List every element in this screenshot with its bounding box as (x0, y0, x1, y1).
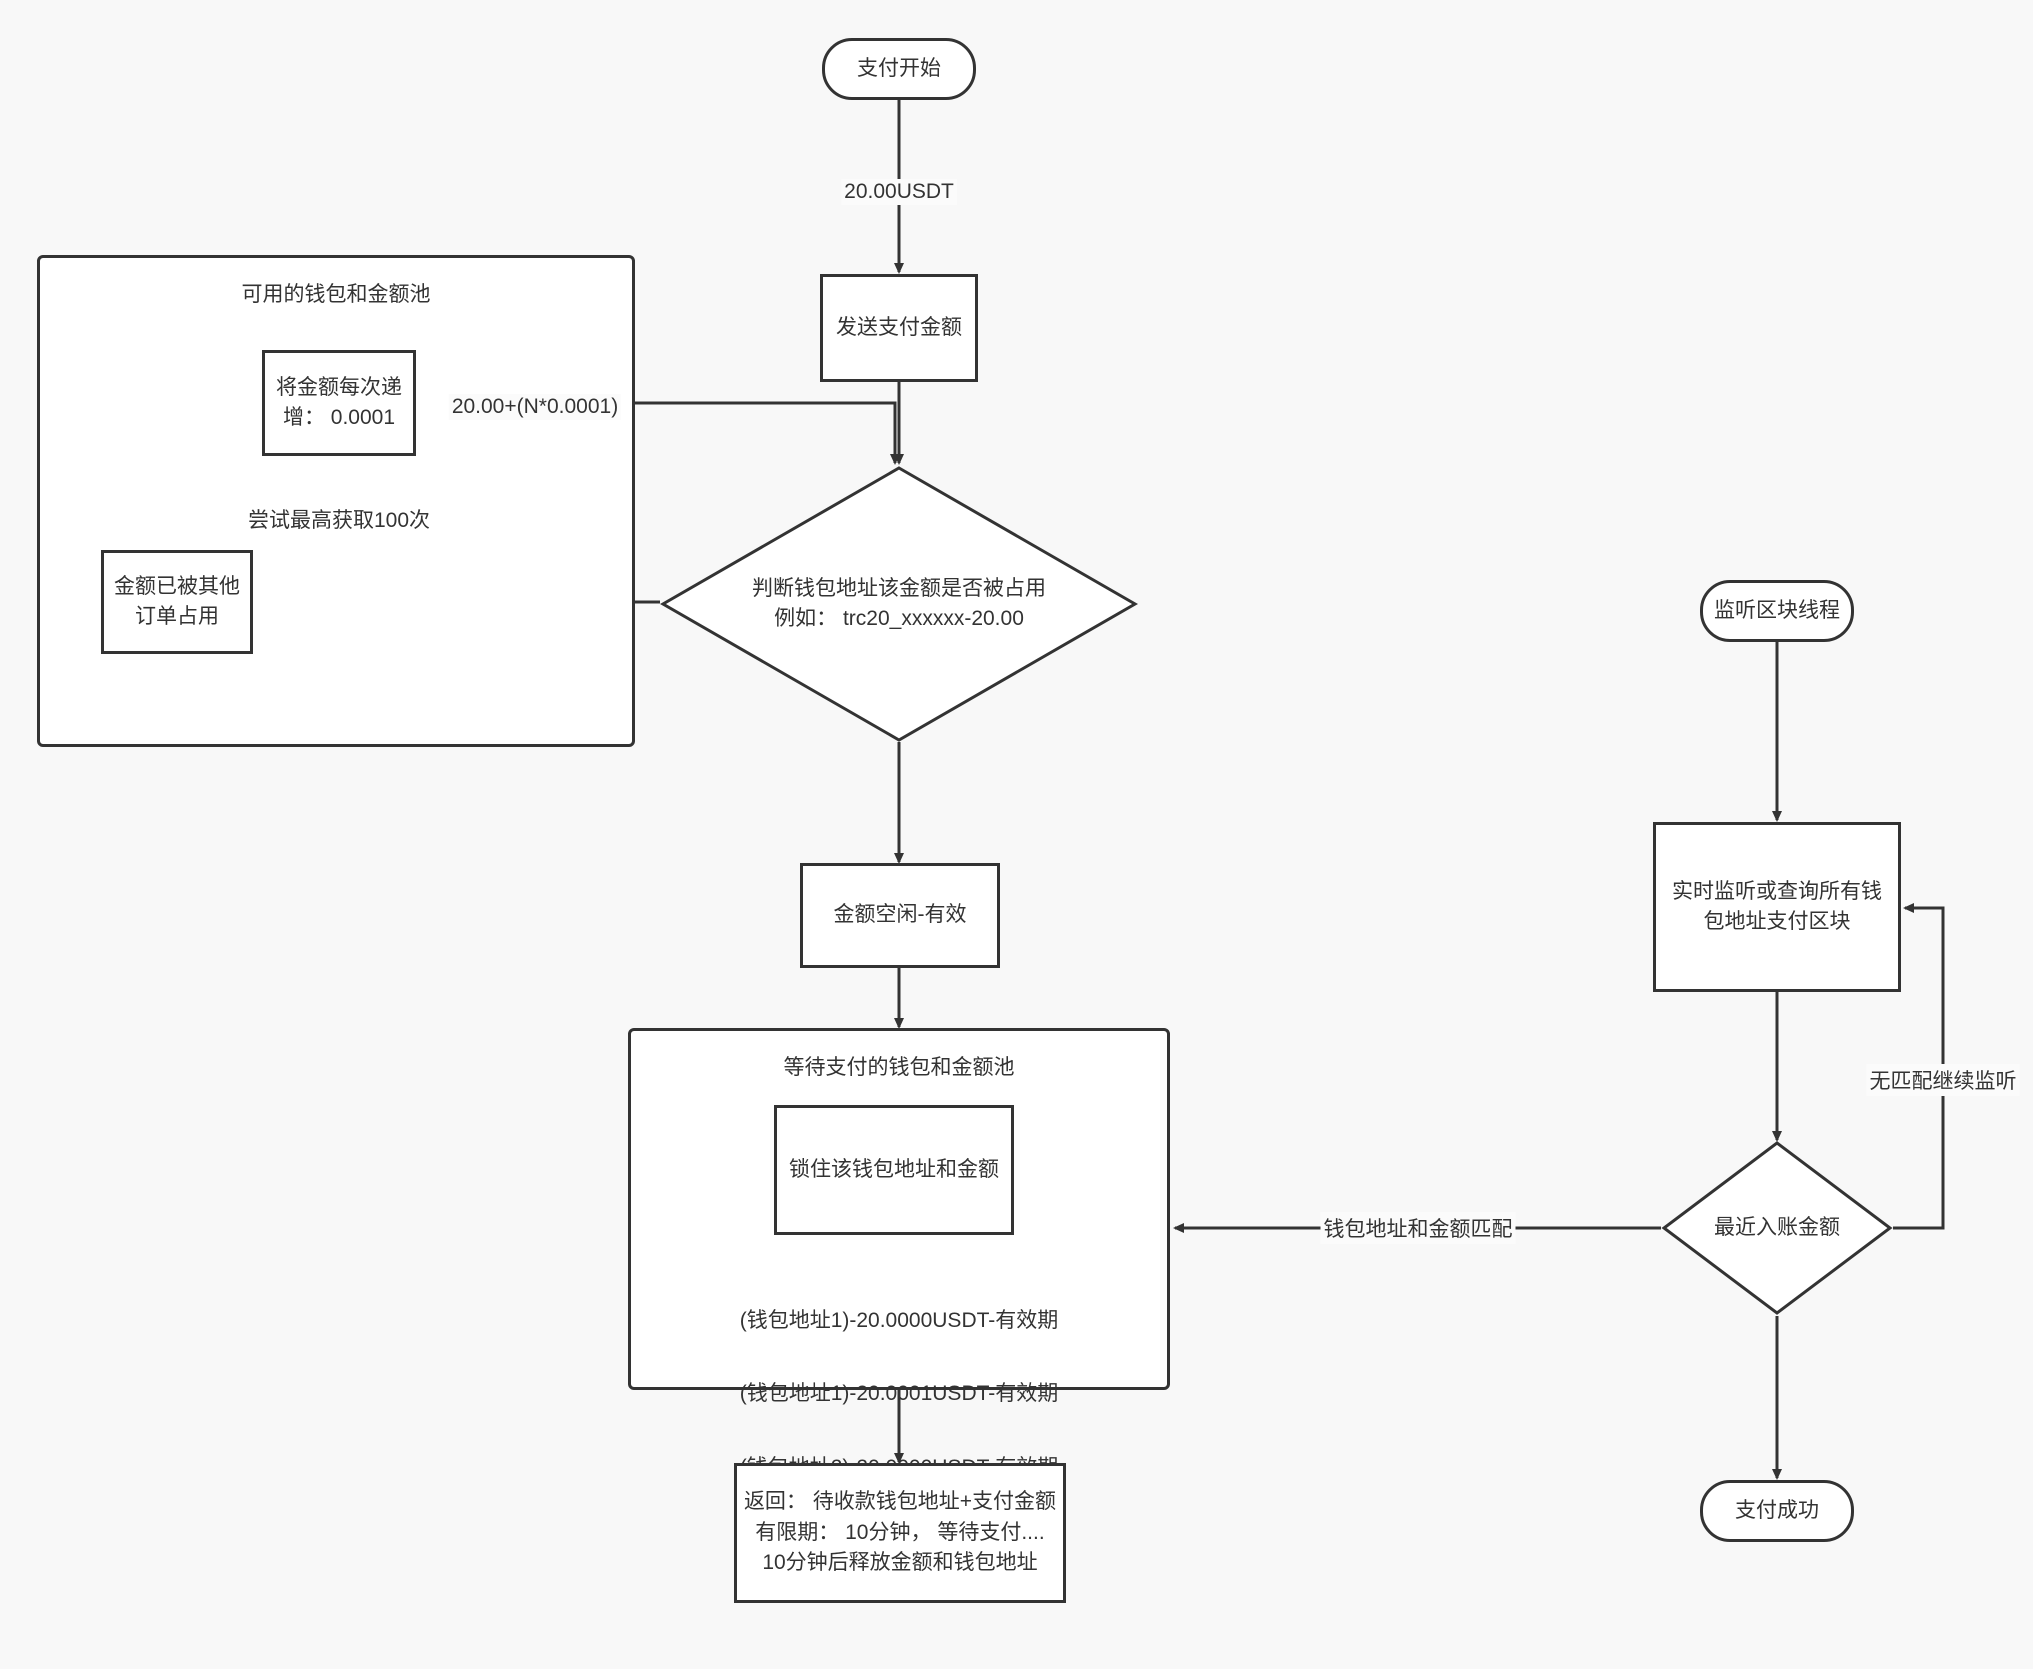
node-return-info[interactable]: 返回： 待收款钱包地址+支付金额 有限期： 10分钟， 等待支付.... 10分… (734, 1463, 1066, 1603)
pool-entry: (钱包地址1)-20.0001USDT-有效期 (739, 1382, 1059, 1406)
node-listen-thread[interactable]: 监听区块线程 (1700, 580, 1854, 642)
edge-label-match-found: 钱包地址和金额匹配 (1320, 1212, 1516, 1244)
edge-label-increment-to-decision: 20.00+(N*0.0001) (448, 394, 622, 420)
node-recent-credit-label: 最近入账金额 (1714, 1215, 1840, 1239)
container-available-pool-title: 可用的钱包和金额池 (241, 283, 431, 306)
node-increment-amount-label: 将金额每次递 增： 0.0001 (276, 375, 402, 429)
node-increment-amount[interactable]: 将金额每次递 增： 0.0001 (262, 350, 416, 456)
container-waiting-pool-title: 等待支付的钱包和金额池 (783, 1056, 1015, 1079)
node-return-info-label: 返回： 待收款钱包地址+支付金额 有限期： 10分钟， 等待支付.... 10分… (743, 1490, 1057, 1575)
pool-entry: (钱包地址1)-20.0000USDT-有效期 (739, 1308, 1059, 1332)
container-available-pool: 可用的钱包和金额池 (37, 255, 635, 747)
diamond-shape (1661, 1140, 1893, 1316)
node-decide-occupied[interactable]: 判断钱包地址该金额是否被占用 例如： trc20_xxxxxx-20.00 (660, 465, 1138, 743)
node-listen-thread-label: 监听区块线程 (1714, 598, 1840, 622)
node-recent-credit[interactable]: 最近入账金额 (1661, 1140, 1893, 1316)
node-realtime-listen-label: 实时监听或查询所有钱 包地址支付区块 (1672, 879, 1882, 933)
diamond-shape (660, 465, 1138, 743)
node-lock-wallet-amount-label: 锁住该钱包地址和金额 (789, 1157, 999, 1181)
container-waiting-pool: 等待支付的钱包和金额池 (钱包地址1)-20.0000USDT-有效期 (钱包地… (628, 1028, 1170, 1479)
node-send-amount[interactable]: 发送支付金额 (820, 274, 978, 382)
edge-label-no-match: 无匹配继续监听 (1866, 1064, 2020, 1096)
node-pay-success[interactable]: 支付成功 (1700, 1480, 1854, 1542)
node-start[interactable]: 支付开始 (822, 38, 976, 100)
node-amount-free[interactable]: 金额空闲-有效 (800, 863, 1000, 968)
node-pay-success-label: 支付成功 (1735, 1498, 1819, 1522)
node-amount-free-label: 金额空闲-有效 (833, 903, 967, 927)
node-decide-occupied-label: 判断钱包地址该金额是否被占用 例如： trc20_xxxxxx-20.00 (752, 576, 1046, 630)
node-amount-occupied-label: 金额已被其他 订单占用 (114, 574, 240, 628)
label-retry-note: 尝试最高获取100次 (247, 509, 431, 532)
node-start-label: 支付开始 (857, 56, 941, 80)
edge-label-start-to-send: 20.00USDT (841, 179, 957, 205)
node-lock-wallet-amount[interactable]: 锁住该钱包地址和金额 (774, 1105, 1014, 1235)
node-realtime-listen[interactable]: 实时监听或查询所有钱 包地址支付区块 (1653, 822, 1901, 992)
node-amount-occupied[interactable]: 金额已被其他 订单占用 (101, 550, 253, 654)
node-send-amount-label: 发送支付金额 (836, 315, 962, 339)
